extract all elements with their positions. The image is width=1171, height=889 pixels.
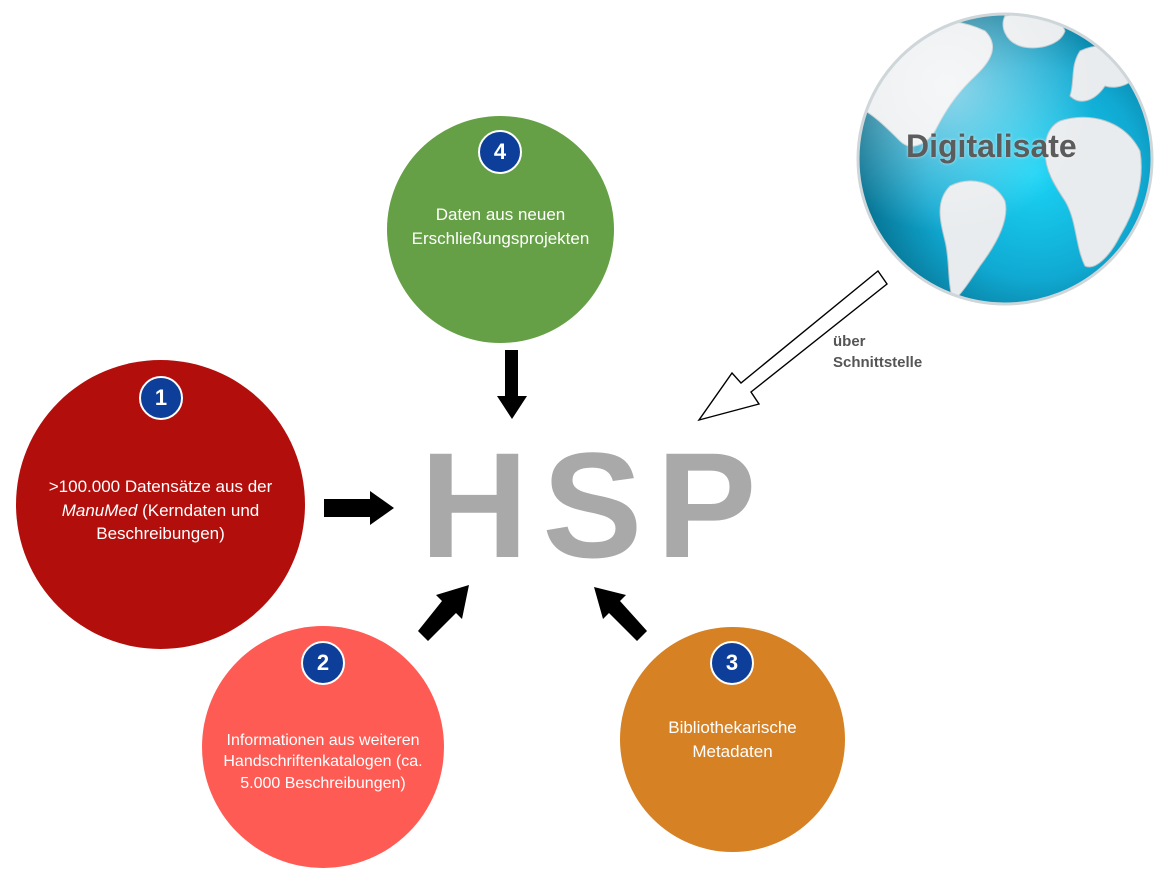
globe-icon — [856, 12, 1154, 306]
arrow-from-source-4 — [497, 350, 527, 419]
source-text-4: Daten aus neuen Erschließungsprojekten — [411, 204, 590, 248]
source-node-2: 2 Informationen aus weiteren Handschrift… — [202, 626, 444, 868]
digitalisate-label: Digitalisate — [906, 128, 1077, 164]
arrow-from-source-1 — [324, 491, 394, 525]
source-node-3: 3 Bibliothekarische Metadaten — [620, 627, 845, 852]
arrow-from-digitalisate — [697, 269, 888, 422]
source-badge-1: 1 — [139, 376, 183, 420]
interface-label-line2: Schnittstelle — [833, 354, 923, 371]
arrow-from-source-2 — [418, 585, 469, 641]
source-node-4: 4 Daten aus neuen Erschließungsprojekten — [387, 116, 614, 343]
interface-label-line1: über — [833, 333, 866, 350]
arrow-from-source-3 — [594, 587, 647, 641]
source-text-1-pre: >100.000 Datensätze aus der — [48, 476, 273, 496]
source-node-1: 1 >100.000 Datensätze aus der ManuMed (K… — [16, 360, 305, 649]
interface-label: über Schnittstelle — [833, 331, 963, 373]
source-badge-3: 3 — [710, 641, 754, 685]
source-badge-4: 4 — [478, 130, 522, 174]
source-text-1-post: (Kerndaten und Beschreibungen) — [96, 500, 260, 544]
source-text-1: >100.000 Datensätze aus der ManuMed (Ker… — [36, 475, 286, 546]
source-badge-2: 2 — [301, 641, 345, 685]
hsp-center-label: HSP — [420, 421, 771, 589]
source-text-1-emphasis: ManuMed — [61, 500, 138, 520]
source-text-2: Informationen aus weiteren Handschriften… — [223, 731, 423, 792]
source-text-3: Bibliothekarische Metadaten — [668, 717, 797, 761]
